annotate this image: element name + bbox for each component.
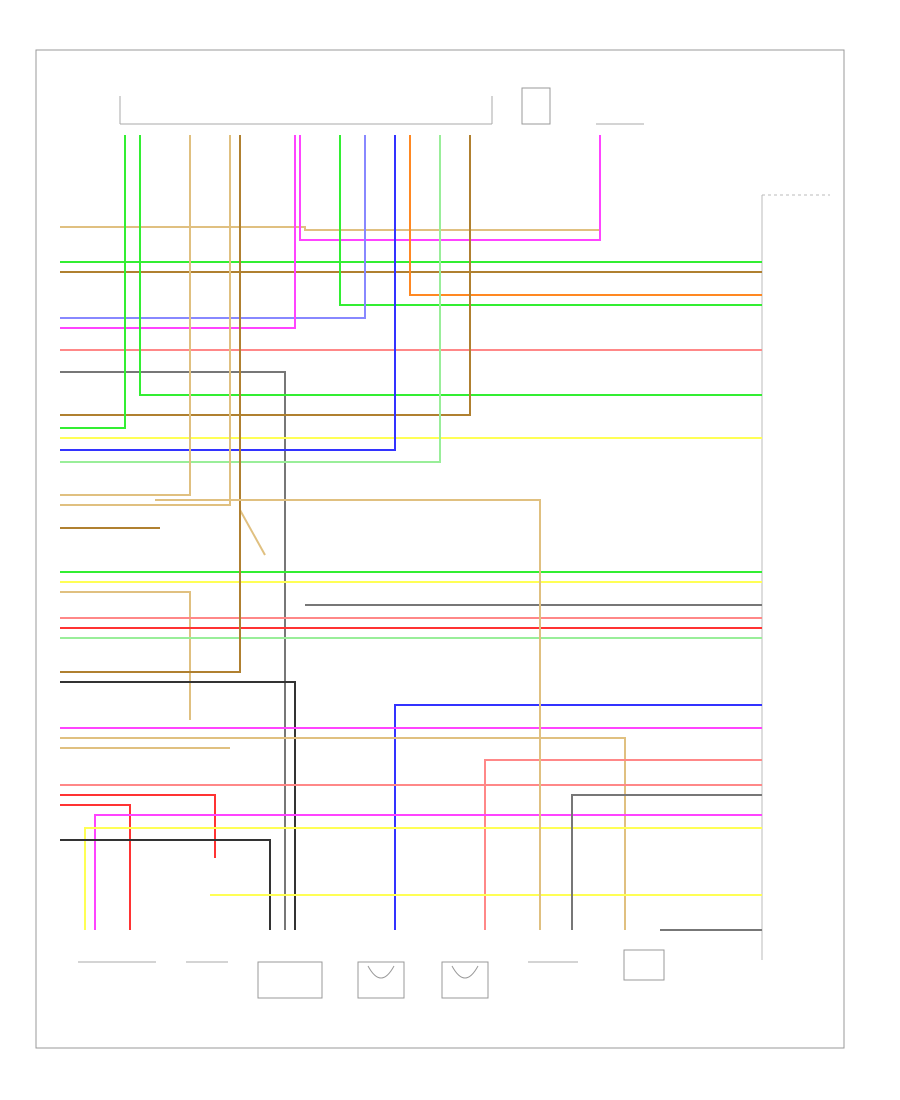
- wire-15: [60, 135, 396, 451]
- sensor-3: [257, 961, 323, 999]
- wire-18: [60, 135, 231, 506]
- wire-8: [60, 135, 296, 329]
- wire-7: [60, 135, 366, 319]
- wire-37: [60, 804, 131, 930]
- wire-30: [394, 704, 762, 930]
- top-switch: [521, 87, 551, 125]
- wire-39: [84, 827, 762, 930]
- sensor-4: [357, 961, 405, 999]
- ecu-connector: [761, 194, 830, 960]
- wire-28: [60, 135, 241, 673]
- wire-20: [239, 509, 266, 556]
- wire-5: [409, 135, 762, 296]
- wire-38: [94, 814, 762, 930]
- relay: [623, 949, 665, 981]
- wires: [60, 135, 762, 931]
- wire-42: [155, 499, 541, 930]
- wire-12: [60, 135, 471, 416]
- wire-32: [60, 737, 626, 930]
- top-connector: [119, 96, 493, 125]
- wire-17: [60, 135, 191, 496]
- wire-34: [484, 759, 762, 930]
- wire-11: [139, 135, 762, 396]
- wire-13: [60, 135, 126, 429]
- wire-6: [339, 135, 762, 306]
- wire-16: [60, 135, 441, 463]
- wire-36: [60, 794, 216, 858]
- wire-4: [299, 135, 601, 241]
- sensor-5: [441, 961, 489, 999]
- diagram-frame: [35, 49, 845, 1049]
- wire-23: [60, 591, 191, 720]
- wire-43: [571, 794, 762, 930]
- wire-40: [60, 839, 271, 930]
- wire-10: [60, 371, 286, 930]
- wire-29: [60, 681, 296, 930]
